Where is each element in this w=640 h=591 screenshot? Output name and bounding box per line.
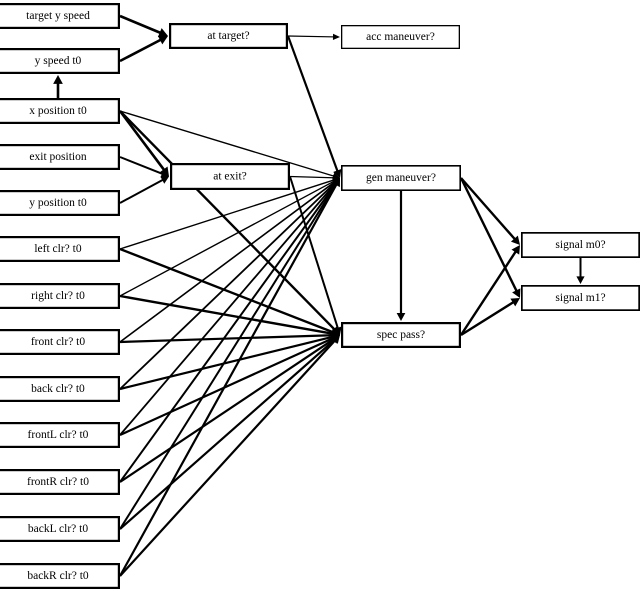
node-label: frontL clr? t0 <box>28 429 89 441</box>
edge-spec_pass-to-signal_m1 <box>460 298 520 337</box>
edge-frontL_clr_t0-to-spec_pass <box>119 334 340 437</box>
edge-at_target-to-acc_maneuver <box>287 33 340 40</box>
node-label: frontR clr? t0 <box>27 476 89 488</box>
edge-at_target-to-gen_maneuver <box>286 35 342 178</box>
edge-at_exit-to-spec_pass <box>289 176 342 335</box>
node-label: front clr? t0 <box>31 336 86 348</box>
node-front_clr_t0[interactable]: front clr? t0 <box>0 329 121 356</box>
edge-backL_clr_t0-to-spec_pass <box>119 335 340 530</box>
edge-layer <box>53 14 585 577</box>
node-label: spec pass? <box>377 329 425 341</box>
edge-target_y_speed-to-at_target <box>119 14 168 38</box>
node-label: at target? <box>207 30 249 42</box>
node-exit_position[interactable]: exit position <box>0 144 121 171</box>
edge-front_clr_t0-to-gen_maneuver <box>119 178 340 343</box>
node-gen_maneuver[interactable]: gen maneuver? <box>340 165 461 192</box>
node-frontL_clr_t0[interactable]: frontL clr? t0 <box>0 422 121 449</box>
node-label: exit position <box>29 151 86 163</box>
node-label: left clr? t0 <box>34 243 82 255</box>
edge-signal_m0-to-signal_m1 <box>576 258 585 284</box>
node-label: y position t0 <box>29 197 87 209</box>
edge-frontL_clr_t0-to-gen_maneuver <box>119 178 340 436</box>
edge-gen_maneuver-to-signal_m0 <box>460 177 520 245</box>
edge-backR_clr_t0-to-spec_pass <box>119 335 340 577</box>
node-label: at exit? <box>213 171 247 183</box>
node-back_clr_t0[interactable]: back clr? t0 <box>0 376 121 403</box>
edge-x_position_t0-to-y_speed_t0 <box>53 75 63 98</box>
node-right_clr_t0[interactable]: right clr? t0 <box>0 283 121 310</box>
node-label: gen maneuver? <box>366 172 436 184</box>
node-label: y speed t0 <box>35 55 82 67</box>
node-label: backL clr? t0 <box>28 523 88 535</box>
node-at_exit[interactable]: at exit? <box>170 163 291 191</box>
node-acc_maneuver[interactable]: acc maneuver? <box>340 24 460 50</box>
node-backR_clr_t0[interactable]: backR clr? t0 <box>0 562 121 589</box>
node-target_y_speed[interactable]: target y speed <box>0 2 121 29</box>
node-label: target y speed <box>26 10 90 22</box>
node-label: signal m0? <box>555 239 605 251</box>
edge-left_clr_t0-to-spec_pass <box>119 247 340 337</box>
edge-gen_maneuver-to-spec_pass <box>396 191 406 321</box>
edge-backL_clr_t0-to-gen_maneuver <box>119 178 340 530</box>
edge-y_position_t0-to-at_exit <box>119 176 169 204</box>
node-left_clr_t0[interactable]: left clr? t0 <box>0 236 121 263</box>
node-frontR_clr_t0[interactable]: frontR clr? t0 <box>0 469 121 496</box>
node-label: back clr? t0 <box>31 383 85 395</box>
node-spec_pass[interactable]: spec pass? <box>341 322 462 349</box>
node-label: acc maneuver? <box>366 31 435 43</box>
node-label: x position t0 <box>29 105 87 117</box>
node-signal_m1[interactable]: signal m1? <box>520 285 640 312</box>
node-backL_clr_t0[interactable]: backL clr? t0 <box>0 515 121 542</box>
node-at_target[interactable]: at target? <box>169 23 289 49</box>
node-y_position_t0[interactable]: y position t0 <box>0 190 121 217</box>
edge-exit_position-to-at_exit <box>119 156 169 178</box>
node-label: backR clr? t0 <box>27 570 89 582</box>
node-x_position_t0[interactable]: x position t0 <box>0 97 121 124</box>
edge-backR_clr_t0-to-gen_maneuver <box>119 178 340 577</box>
node-label: right clr? t0 <box>31 290 85 302</box>
edge-spec_pass-to-signal_m0 <box>459 245 520 336</box>
edge-gen_maneuver-to-signal_m1 <box>459 177 521 298</box>
node-label: signal m1? <box>555 292 605 304</box>
node-signal_m0[interactable]: signal m0? <box>520 232 640 259</box>
node-y_speed_t0[interactable]: y speed t0 <box>0 47 121 74</box>
edge-y_speed_t0-to-at_target <box>119 35 168 63</box>
edge-front_clr_t0-to-spec_pass <box>119 330 340 344</box>
